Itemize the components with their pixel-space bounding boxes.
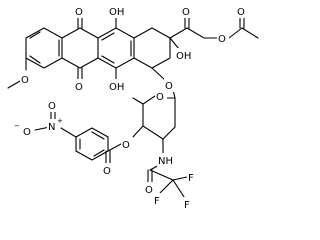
atom-o-sugar-ring: O — [156, 92, 164, 103]
atom-n-nitro: N — [48, 122, 55, 133]
atom-oh-c9: OH — [176, 51, 191, 62]
atom-o-amide-carbonyl: O — [145, 185, 153, 196]
atom-o-ester-link: O — [122, 140, 130, 151]
atom-oh-top-ring: OH — [109, 7, 124, 18]
charge-plus: + — [57, 117, 63, 125]
atom-o-nitro-left: O — [23, 127, 31, 138]
atom-o-ester-carbonyl: O — [103, 166, 111, 177]
bonds — [7, 16, 259, 201]
atom-labels: O OH O O O OH O O OH O O O N + O − O NH — [14, 4, 248, 211]
atom-f-bottom: F — [184, 200, 190, 211]
atom-oh-bottom-ring: OH — [109, 82, 124, 93]
atom-o-methoxy: O — [21, 75, 29, 86]
atom-o-acetate-top: O — [237, 7, 245, 18]
atom-f-right: F — [188, 173, 194, 184]
atom-o-ketone: O — [182, 7, 190, 18]
atom-nh-amide: NH — [158, 156, 173, 167]
atom-o-glycosidic: O — [165, 81, 173, 92]
charge-minus: − — [14, 122, 20, 130]
atom-o-acetate-link: O — [218, 34, 226, 45]
atom-o-nitro-top: O — [48, 101, 56, 112]
atom-o-quinone-top: O — [75, 7, 83, 18]
atom-f-left: F — [154, 196, 160, 207]
structure-drawing: O OH O O O OH O O OH O O O N + O − O NH — [7, 4, 259, 211]
atom-o-quinone-bottom: O — [75, 82, 83, 93]
